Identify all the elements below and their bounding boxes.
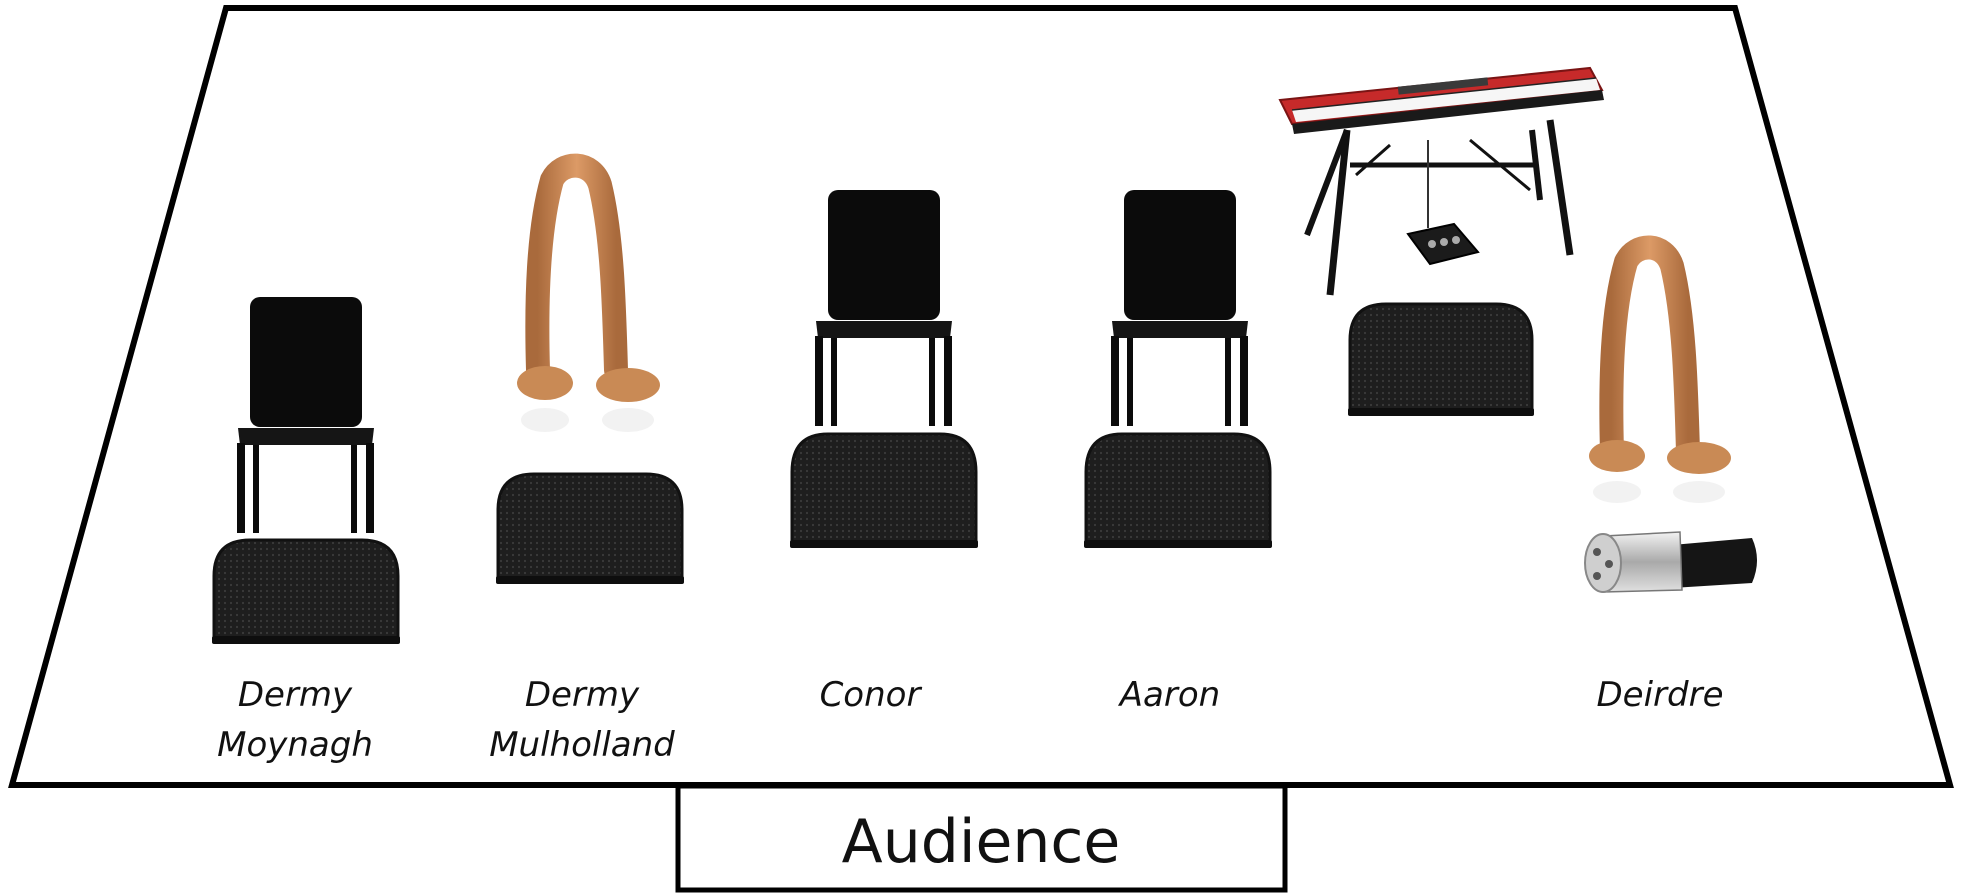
floor-monitor-icon <box>1084 434 1272 548</box>
performer-name-line2: Mulholland <box>489 725 675 765</box>
performer-name-line1: Dermy <box>238 675 353 715</box>
performer-name-line1: Deirdre <box>1596 675 1723 715</box>
performer-name-line1: Conor <box>820 675 923 715</box>
floor-monitor-icon <box>212 540 400 644</box>
audience-label: Audience <box>842 807 1121 877</box>
floor-monitor-icon <box>790 434 978 548</box>
performer-name-line1: Aaron <box>1118 675 1220 715</box>
floor-monitor-icon <box>1348 304 1534 416</box>
xlr-connector-icon <box>1585 532 1757 592</box>
performer-name-line2: Moynagh <box>217 725 373 765</box>
performer-name-line1: Dermy <box>525 675 640 715</box>
floor-monitor-icon <box>496 474 684 584</box>
